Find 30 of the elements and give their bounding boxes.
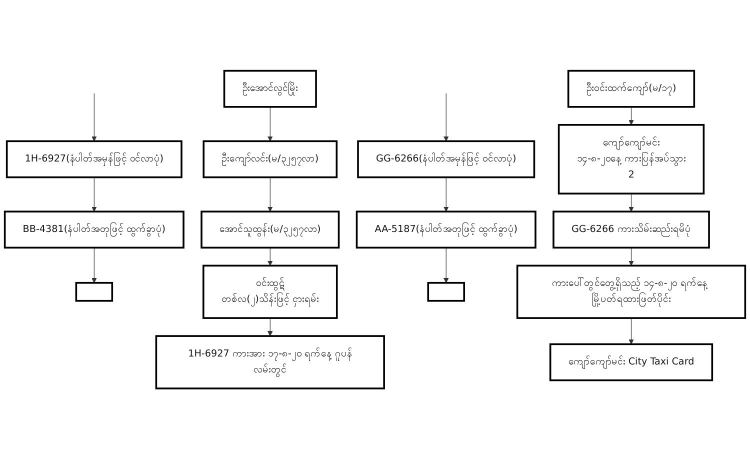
node-box: ကျော်ကျော်မင်း City Taxi Card xyxy=(549,344,714,382)
node-box: BB-4381(နံပါတ်အတုဖြင့် ထွက်ခွာပုံ) xyxy=(4,211,184,249)
node-box: ဝင်းထွဋ် တစ်လ(၂)သိန်းဖြင့် ငှားရမ်း xyxy=(202,265,338,320)
node-box: 1H-6927 ကားအား ၁၇-၈-၂၀ ရက်နေ့ ဂူပန်လမ်းတွင် xyxy=(155,336,385,390)
arrow xyxy=(92,177,97,212)
node-box: ဦးကျော်လင်း(မ/၃၂၅၇လာ) xyxy=(202,140,338,179)
node-box: ဦးအောင်လွင်မြိုး xyxy=(223,70,317,108)
node-box: ကျော်ကျော်မင်း ၁၄-၈-၂၀နေ့ ကားပြန်အပ်သွား 2 xyxy=(558,124,705,195)
arrow xyxy=(628,248,634,266)
node-box: AA-5187(နံပါတ်အတုဖြင့် ထွက်ခွာပုံ) xyxy=(356,211,536,249)
arrow xyxy=(443,248,449,284)
node-box: GG-6266 ကားသိမ်းဆည်းရမိပုံ xyxy=(552,211,710,249)
node-box: ဦးဝင်းထက်ကျော်(မ/၁၇) xyxy=(567,70,696,108)
arrow xyxy=(268,106,273,142)
arrow xyxy=(92,248,97,284)
node-box xyxy=(75,282,114,302)
node-box: 1H-6927(နံပါတ်အမှန်ဖြင့် ဝင်လာပုံ) xyxy=(6,140,182,179)
arrow xyxy=(92,93,97,142)
node-box xyxy=(427,282,465,302)
arrow xyxy=(443,177,449,212)
arrow xyxy=(628,318,634,345)
arrow xyxy=(628,106,634,126)
node-box: ကားပေါ်တွင်တွေ့ရှိသည့် ၁၄-၈-၂၀ ရက်နေ့ မြို့ပတ်ရထားဖြတ်ပိုင်း xyxy=(516,265,746,320)
node-box: အောင်သူထွန်း(မ/၃၂၅၇လာ) xyxy=(200,211,340,249)
node-box: GG-6266(နံပါတ်အမှန်ဖြင့် ဝင်လာပုံ) xyxy=(357,140,536,179)
arrow xyxy=(268,177,273,212)
arrow xyxy=(443,93,449,142)
arrow xyxy=(268,248,273,266)
arrow xyxy=(628,194,634,212)
arrow xyxy=(268,318,273,337)
